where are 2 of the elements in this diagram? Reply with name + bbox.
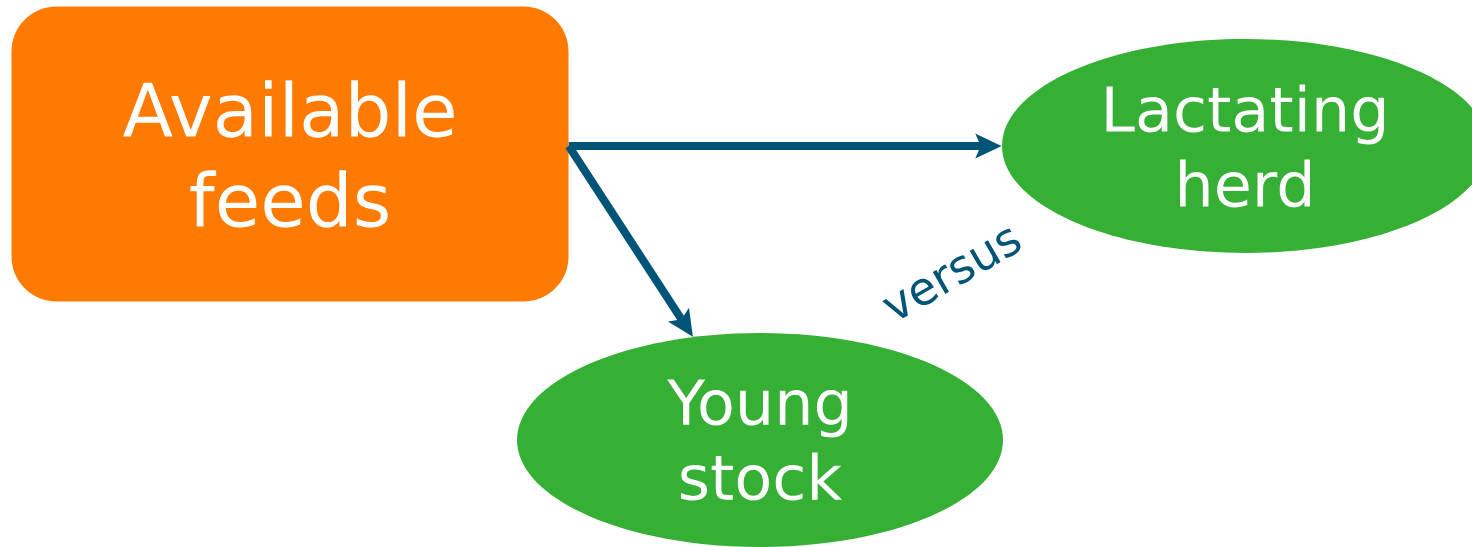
ellipse-node: Young stock bbox=[517, 333, 1003, 547]
rounded-box: Available feeds bbox=[11, 6, 569, 302]
